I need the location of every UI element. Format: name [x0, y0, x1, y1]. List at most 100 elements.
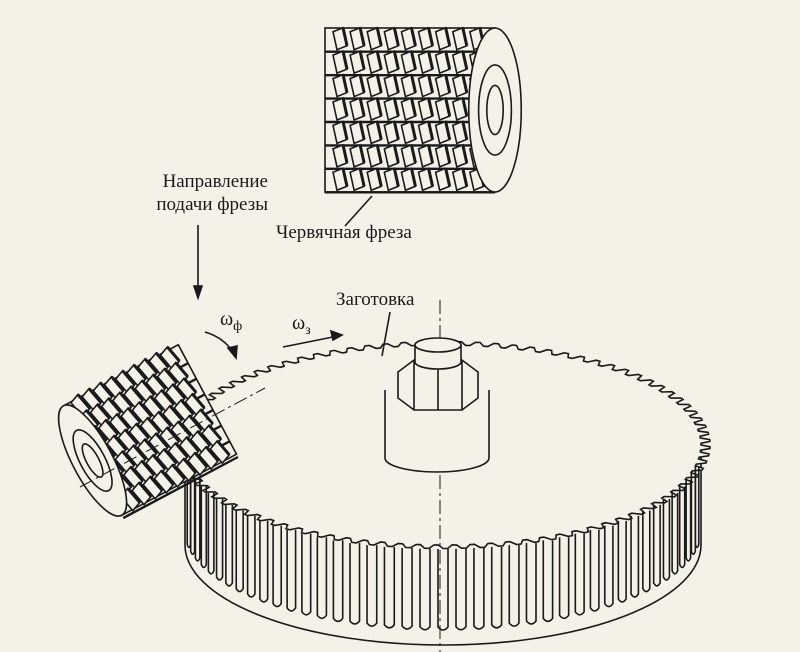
hob-tooth	[198, 445, 220, 471]
hob-tooth-shadow	[137, 481, 153, 498]
hob-cutter-top	[324, 26, 523, 194]
hob-tooth-shadow	[141, 379, 156, 396]
hob-tooth-shadow	[204, 445, 220, 462]
hob-tooth-shadow	[112, 434, 128, 451]
gear-side-tooth	[235, 510, 244, 593]
hob-tooth-shadow	[341, 97, 349, 117]
hob-tooth	[164, 463, 186, 489]
hob-tooth-shadow	[341, 50, 349, 70]
hob-tooth-shadow	[427, 27, 435, 47]
gear-side-tooth	[630, 515, 640, 598]
hob-tooth-shadow	[461, 74, 469, 93]
hob-tooth-shadow	[182, 457, 197, 474]
hob-tooth-shadow	[155, 351, 170, 368]
hob-tooth-shadow	[196, 430, 211, 447]
hob-tooth-shadow	[157, 410, 172, 427]
hob-tooth	[130, 481, 153, 506]
hob-tooth-shadow	[461, 97, 469, 117]
workpiece-label: Заготовка	[336, 289, 415, 310]
hob-axis-line	[79, 387, 266, 488]
hob-tooth-shadow	[135, 422, 150, 439]
hob-tooth-shadow	[375, 27, 383, 47]
omega-subscript: ф	[233, 319, 243, 334]
gear-side-tooth	[558, 537, 570, 620]
hob-tooth-shadow	[188, 414, 203, 431]
hob-tooth-shadow	[461, 121, 469, 140]
hob-tooth-shadow	[96, 403, 111, 420]
hob-tooth-shadow	[143, 357, 159, 374]
hob-tooth-shadow	[427, 121, 435, 140]
hob-tooth-shadow	[358, 74, 366, 93]
hob-tooth-shadow	[121, 450, 136, 467]
hob-tooth-shadow	[409, 121, 417, 140]
gear-side-tooth	[542, 540, 554, 623]
hob-tooth-shadow	[358, 167, 366, 187]
workpiece-gear	[175, 340, 711, 646]
hob-tooth-shadow	[85, 409, 100, 426]
hob-tooth-shadow	[392, 97, 400, 117]
gear-side-tooth	[525, 542, 537, 625]
gear-side-tooth	[366, 545, 378, 627]
hob-tooth-shadow	[444, 27, 452, 47]
hob-tooth-shadow	[375, 144, 383, 164]
hob-tooth-shadow	[154, 432, 170, 449]
omega-work-arrow	[282, 335, 339, 348]
hob-tooth-shadow	[138, 401, 153, 418]
hob-tooth-shadow	[375, 74, 383, 93]
hob-tooth-shadow	[110, 375, 125, 392]
gear-side-tooth	[603, 525, 614, 608]
workpiece-leader	[381, 311, 391, 357]
gear-side-tooth	[652, 504, 661, 587]
hob-label: Червячная фреза	[276, 222, 412, 243]
hob-tooth-shadow	[341, 167, 349, 187]
gear-side-tooth	[508, 545, 520, 627]
hob-tooth-shadow	[444, 50, 452, 70]
hob-tooth-shadow	[392, 121, 400, 140]
workpiece-hub	[384, 337, 490, 473]
feed-direction-label: Направление подачи фрезы	[128, 170, 268, 216]
gear-side-tooth	[383, 546, 396, 629]
hob-tooth-shadow	[341, 74, 349, 93]
hob-tooth-shadow	[151, 453, 167, 470]
gear-side-tooth	[189, 473, 196, 555]
hob-tooth-shadow	[177, 420, 192, 437]
hob-tooth-shadow	[375, 97, 383, 117]
hob-tooth-shadow	[174, 361, 189, 378]
gear-side-tooth	[574, 533, 585, 616]
hob-tooth-shadow	[375, 167, 383, 187]
hob-tooth-shadow	[115, 412, 131, 429]
hob-tooth-shadow	[392, 144, 400, 164]
hob-tooth-shadow	[87, 387, 103, 404]
hob-tooth-shadow	[180, 398, 195, 415]
gear-side-tooth	[316, 537, 328, 620]
gear-side-tooth	[671, 492, 679, 575]
hob-bore	[486, 84, 505, 136]
gear-side-tooth	[662, 499, 671, 581]
hob-tooth-shadow	[146, 416, 161, 433]
hob-tooth-shadow	[375, 121, 383, 140]
hob-tooth-shadow	[358, 144, 366, 164]
hob-tooth-shadow	[341, 27, 349, 47]
hob-tooth-shadow	[99, 381, 114, 398]
hob-tooth-shadow	[358, 97, 366, 117]
hob-gash	[122, 455, 239, 520]
gear-side-tooth	[272, 525, 283, 608]
hob-tooth-shadow	[216, 439, 231, 456]
hob-tooth-shadow	[409, 74, 417, 93]
hob-tooth-shadow	[444, 74, 452, 93]
hob-tooth-shadow	[166, 345, 181, 362]
hob-tooth-shadow	[409, 27, 417, 47]
hob-tooth-shadow	[168, 404, 184, 421]
gear-side-tooth	[642, 510, 651, 593]
hob-tooth-shadow	[341, 144, 349, 164]
hob-tooth-shadow	[118, 391, 133, 408]
hob-tooth-shadow	[143, 438, 158, 455]
hob-tooth-shadow	[392, 50, 400, 70]
omega-work-label: ωз	[292, 312, 311, 339]
hob-tooth-shadow	[107, 397, 122, 414]
hob-tooth-shadow	[461, 27, 469, 47]
hob-leader	[344, 195, 373, 227]
hob-tooth-shadow	[461, 167, 469, 187]
hob-tooth-shadow	[409, 50, 417, 70]
